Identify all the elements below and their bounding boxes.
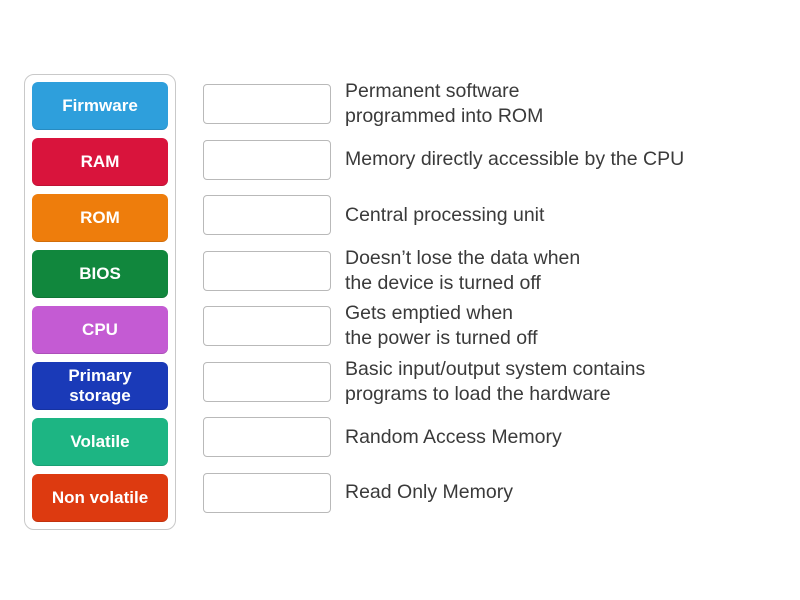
match-row: Memory directly accessible by the CPU [203,139,685,180]
definitions-list: Permanent software programmed into ROM M… [203,80,685,513]
match-row: Random Access Memory [203,417,684,457]
match-row: Central processing unit [203,195,684,235]
answer-slot-2[interactable] [203,139,331,180]
answer-slot-4[interactable] [203,250,331,291]
answer-slot-8[interactable] [203,472,331,513]
definition-text: Read Only Memory [345,481,513,503]
keyword-tile-cpu[interactable]: CPU [32,306,168,354]
answer-slot-5[interactable] [203,306,331,346]
match-row: Gets emptied when the power is turned of… [203,302,684,349]
definition-text: Random Access Memory [345,425,562,448]
keyword-tile-ram[interactable]: RAM [32,138,168,186]
answer-slot-3[interactable] [203,195,331,235]
answer-slot-6[interactable] [203,361,331,402]
definition-text: Gets emptied when the power is turned of… [345,302,538,349]
definition-text: Basic input/output system contains progr… [345,357,646,405]
definition-text: Memory directly accessible by the CPU [345,148,685,170]
match-row: Basic input/output system contains progr… [203,358,684,405]
definition-text: Permanent software programmed into ROM [345,80,544,127]
definition-text: Central processing unit [345,203,545,226]
keyword-tile-firmware[interactable]: Firmware [32,82,168,130]
match-row: Doesn’t lose the data when the device is… [203,247,684,294]
match-row: Permanent software programmed into ROM [203,80,684,127]
keyword-tile-rom[interactable]: ROM [32,194,168,242]
keyword-tile-non-volatile[interactable]: Non volatile [32,474,168,522]
keyword-tile-volatile[interactable]: Volatile [32,418,168,466]
keywords-panel: Firmware RAM ROM BIOS CPU Primary storag… [24,74,176,530]
keyword-tile-primary-storage[interactable]: Primary storage [32,362,168,410]
definition-text: Doesn’t lose the data when the device is… [345,246,581,294]
match-row: Read Only Memory [203,472,684,513]
keyword-tile-bios[interactable]: BIOS [32,250,168,298]
answer-slot-1[interactable] [203,84,331,124]
answer-slot-7[interactable] [203,417,331,457]
